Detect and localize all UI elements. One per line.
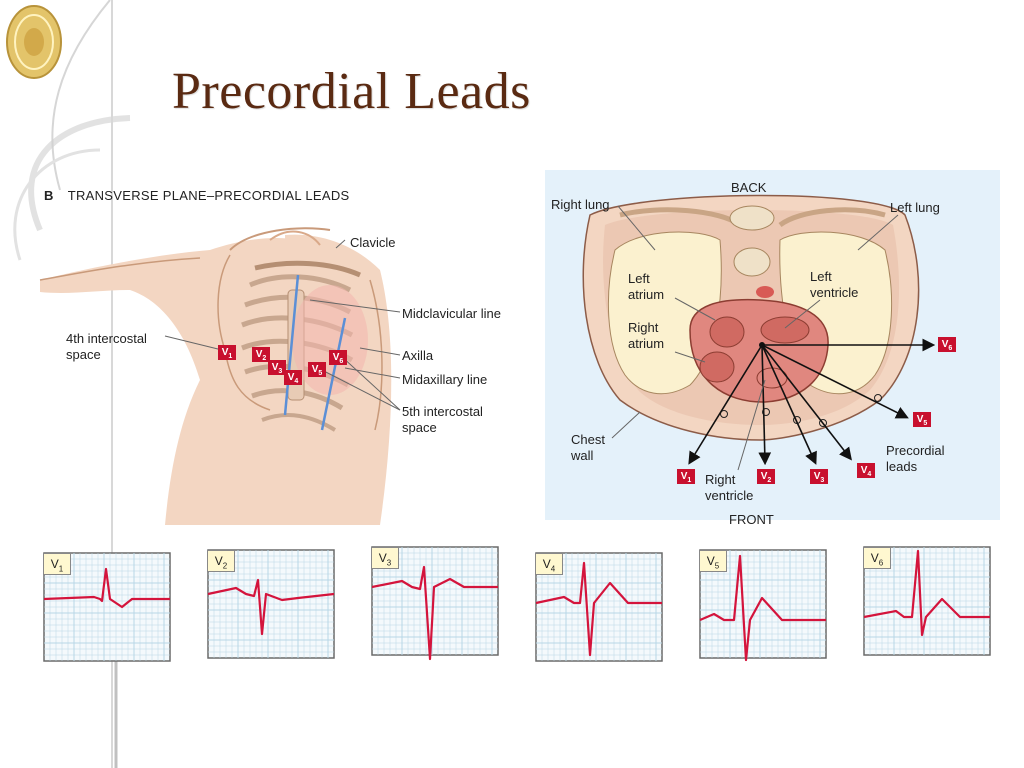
- ecg-trace: [43, 567, 170, 609]
- label-right-lung: Right lung: [551, 197, 610, 212]
- panel-letter: B: [44, 188, 54, 203]
- label-4th-intercostal-line1: 4th intercostal: [66, 331, 147, 346]
- label-midaxillary-line: Midaxillary line: [402, 372, 488, 387]
- label-5th-intercostal-line2: space: [402, 420, 437, 435]
- body-badge-v1: V1: [218, 345, 236, 360]
- body-badge-v4: V4: [284, 370, 302, 385]
- ecg-label-v5: V5: [699, 550, 727, 572]
- section-badge-v3: V3: [810, 469, 828, 484]
- label-precordial-line1: Precordial: [886, 443, 945, 458]
- label-left-atrium-line1: Left: [628, 271, 650, 286]
- panel-heading: B TRANSVERSE PLANE–PRECORDIAL LEADS: [44, 188, 350, 203]
- label-left-ventricle-line1: Left: [810, 269, 832, 284]
- label-4th-intercostal: 4th intercostal space: [66, 331, 147, 363]
- page-title: Precordial Leads: [172, 63, 531, 120]
- ecg-label-v4: V4: [535, 553, 563, 575]
- label-left-lung: Left lung: [890, 200, 940, 215]
- label-back: BACK: [731, 180, 767, 195]
- ecg-strip-6: [863, 546, 991, 656]
- label-5th-intercostal-line1: 5th intercostal: [402, 404, 483, 419]
- ecg-strip-5: [699, 549, 827, 662]
- label-axilla: Axilla: [402, 348, 434, 363]
- section-badge-v4: V4: [857, 463, 875, 478]
- label-right-atrium: Right atrium: [628, 320, 664, 352]
- label-chest-wall: Chest wall: [571, 432, 605, 464]
- label-right-ventricle: Right ventricle: [705, 472, 753, 504]
- label-midclavicular-line: Midclavicular line: [402, 306, 501, 321]
- body-badge-v6: V6: [329, 350, 347, 365]
- label-clavicle: Clavicle: [350, 235, 396, 250]
- medallion-logo-icon: [6, 5, 62, 79]
- label-right-atrium-line2: atrium: [628, 336, 665, 351]
- ecg-label-v3: V3: [371, 547, 399, 569]
- label-front: FRONT: [729, 512, 774, 527]
- ecg-trace: [207, 578, 335, 636]
- body-badge-v5: V5: [308, 362, 326, 377]
- ecg-strip-2: [207, 549, 335, 659]
- label-5th-intercostal: 5th intercostal space: [402, 404, 483, 436]
- ecg-label-v1: V1: [43, 553, 71, 575]
- label-chest-wall-line2: wall: [571, 448, 594, 463]
- panel-heading-text: TRANSVERSE PLANE–PRECORDIAL LEADS: [67, 188, 350, 203]
- ecg-trace: [699, 554, 826, 662]
- label-left-ventricle: Left ventricle: [810, 269, 858, 301]
- body-badge-v3: V3: [268, 360, 286, 375]
- ecg-trace: [535, 561, 662, 657]
- ecg-trace: [863, 549, 990, 637]
- label-chest-wall-line1: Chest: [571, 432, 605, 447]
- label-4th-intercostal-line2: space: [66, 347, 101, 362]
- body-badge-v2: V2: [252, 347, 270, 362]
- ecg-label-v6: V6: [863, 547, 891, 569]
- ecg-label-v2: V2: [207, 550, 235, 572]
- section-badge-v2: V2: [757, 469, 775, 484]
- label-precordial-leads: Precordial leads: [886, 443, 945, 475]
- label-precordial-line2: leads: [886, 459, 918, 474]
- section-badge-v6: V6: [938, 337, 956, 352]
- label-left-atrium: Left atrium: [628, 271, 664, 303]
- label-right-ventricle-line2: ventricle: [705, 488, 754, 503]
- label-left-atrium-line2: atrium: [628, 287, 665, 302]
- ecg-trace: [371, 565, 498, 661]
- label-right-atrium-line1: Right: [628, 320, 659, 335]
- section-badge-v5: V5: [913, 412, 931, 427]
- label-left-ventricle-line2: ventricle: [810, 285, 859, 300]
- section-badge-v1: V1: [677, 469, 695, 484]
- label-right-ventricle-line1: Right: [705, 472, 736, 487]
